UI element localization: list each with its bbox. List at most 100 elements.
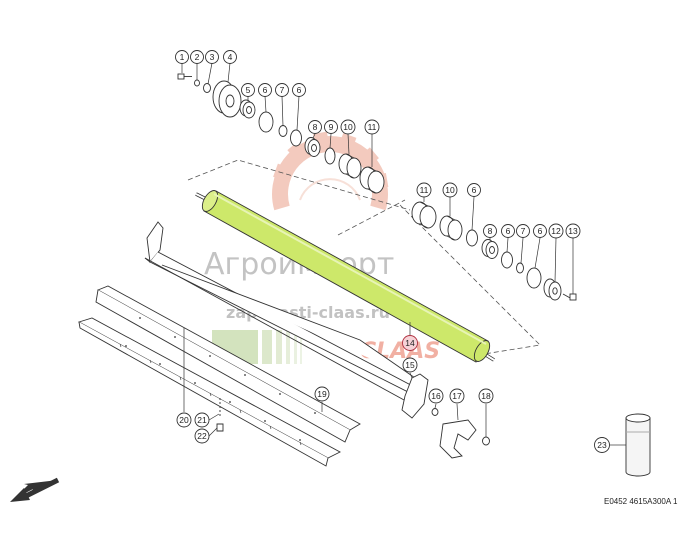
washer-part-16 (431, 408, 439, 416)
callout-2: 2 (190, 50, 204, 64)
svg-text:9: 9 (329, 122, 334, 132)
callout-5: 5 (241, 83, 255, 97)
callout-17: 17 (449, 388, 465, 404)
frame-rail-part-15 (144, 221, 429, 419)
svg-text:7: 7 (280, 85, 285, 95)
callout-23: 23 (594, 437, 610, 453)
bushing-part-11-right (411, 201, 437, 229)
small-hardware (216, 398, 490, 459)
callout-18: 18 (478, 388, 494, 404)
callout-6-right: 6 (467, 183, 481, 197)
bolt-part-1 (177, 73, 192, 80)
callout-7: 7 (275, 83, 289, 97)
can-part-23 (625, 413, 651, 477)
washer-part-2 (194, 79, 200, 87)
svg-text:11: 11 (368, 122, 377, 132)
bolt-part-13 (562, 293, 577, 301)
svg-text:23: 23 (597, 440, 607, 450)
svg-text:18: 18 (481, 391, 491, 401)
upper-left-hub-parts (177, 73, 385, 194)
svg-text:3: 3 (210, 52, 215, 62)
svg-text:2: 2 (195, 52, 200, 62)
circlip-part-6-right-b (501, 251, 513, 269)
svg-text:6: 6 (297, 85, 302, 95)
callout-10-right: 10 (442, 182, 458, 198)
svg-text:22: 22 (197, 431, 207, 441)
seal-part-9 (324, 147, 336, 165)
callout-20: 20 (176, 412, 192, 428)
circlip-part-6b (290, 129, 302, 147)
callout-6: 6 (258, 83, 272, 97)
gear-part-12 (543, 278, 562, 301)
circlip-part-6-right-c (526, 267, 542, 289)
svg-text:11: 11 (420, 185, 429, 195)
callout-9: 9 (324, 120, 338, 134)
svg-text:8: 8 (313, 122, 318, 132)
svg-text:8: 8 (488, 226, 493, 236)
callout-19: 19 (314, 386, 330, 402)
callout-16: 16 (428, 388, 444, 404)
ring-part-7 (278, 125, 288, 137)
circlip-part-6 (258, 111, 274, 133)
svg-text:1: 1 (180, 52, 185, 62)
callout-12: 12 (548, 223, 564, 239)
svg-text:5: 5 (246, 85, 251, 95)
knife-plates-part-19-20 (77, 285, 361, 467)
callout-1: 1 (175, 50, 189, 64)
svg-text:15: 15 (405, 360, 415, 370)
bushing-part-11 (359, 166, 385, 194)
callout-4: 4 (223, 50, 237, 64)
upper-right-hub-parts (411, 201, 577, 301)
callout-15: 15 (402, 357, 418, 373)
callout-13: 13 (565, 223, 581, 239)
pulley-part-4 (212, 80, 242, 118)
svg-text:10: 10 (343, 122, 353, 132)
bearing-part-8 (304, 137, 321, 157)
callout-10: 10 (340, 119, 356, 135)
reference-code: E0452 4615A300A 1 (604, 497, 678, 506)
svg-text:7: 7 (521, 226, 526, 236)
callout-11: 11 (364, 119, 380, 135)
callout-14: 14 (402, 335, 418, 351)
bearing-part-5 (239, 99, 256, 119)
svg-text:19: 19 (317, 389, 327, 399)
svg-text:21: 21 (197, 415, 207, 425)
svg-text:20: 20 (179, 415, 189, 425)
callout-6-b: 6 (292, 83, 306, 97)
callout-8: 8 (308, 120, 322, 134)
callout-leaders (181, 62, 574, 437)
svg-text:10: 10 (445, 185, 455, 195)
callout-11-right: 11 (416, 182, 432, 198)
direction-arrow-icon (10, 477, 60, 502)
svg-text:4: 4 (228, 52, 233, 62)
svg-text:6: 6 (472, 185, 477, 195)
bushing-part-10 (338, 153, 362, 179)
svg-text:6: 6 (506, 226, 511, 236)
callout-22: 22 (194, 428, 210, 444)
callout-3: 3 (205, 50, 219, 64)
svg-text:14: 14 (405, 338, 415, 348)
svg-text:16: 16 (431, 391, 441, 401)
svg-text:12: 12 (551, 226, 561, 236)
assembly-dashed-lines (187, 159, 541, 356)
callout-6-right-b: 6 (501, 224, 515, 238)
svg-text:6: 6 (263, 85, 268, 95)
bearing-part-8-right (481, 239, 499, 259)
bracket-part-17 (439, 419, 477, 459)
nut-part-22 (216, 423, 224, 432)
callouts: 1 2 3 4 5 6 7 6 8 9 10 11 11 10 6 8 6 7 … (175, 50, 626, 453)
roller-part-14 (195, 190, 495, 363)
callout-6-right-c: 6 (533, 224, 547, 238)
callout-21: 21 (194, 412, 210, 428)
callout-8-right: 8 (483, 224, 497, 238)
ring-part-3 (203, 83, 211, 93)
circlip-part-6-right (466, 229, 478, 247)
callout-7-right: 7 (516, 224, 530, 238)
svg-text:17: 17 (452, 391, 462, 401)
svg-text:6: 6 (538, 226, 543, 236)
svg-text:13: 13 (568, 226, 578, 236)
ring-part-7-right (516, 262, 524, 274)
washer-part-18 (482, 436, 490, 446)
bushing-part-10-right (439, 215, 463, 241)
